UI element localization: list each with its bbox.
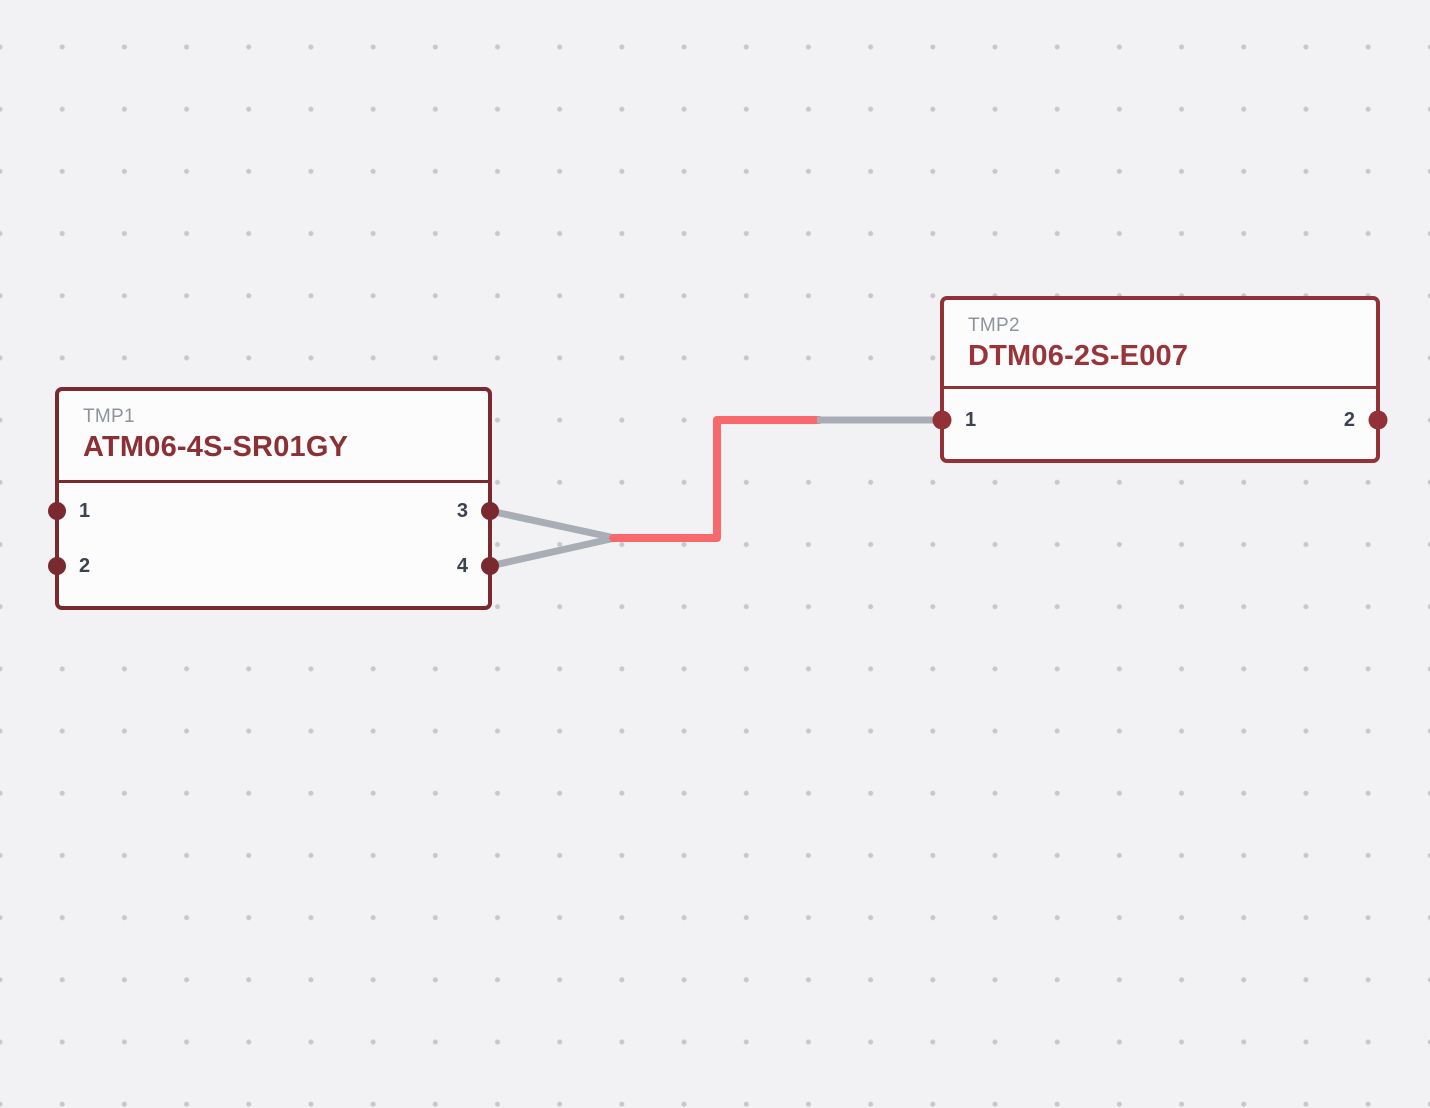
- tmp2-pin-2-label: 2: [1343, 409, 1355, 431]
- connector-tmp1-ref: TMP1: [83, 406, 135, 427]
- connector-tmp2-part-number: DTM06-2S-E007: [968, 340, 1189, 372]
- tmp1-pin-1-dot[interactable]: [48, 502, 66, 520]
- connector-tmp2-ref: TMP2: [968, 315, 1020, 336]
- tmp1-pin-4-dot[interactable]: [481, 557, 499, 575]
- wire-tmp1-pin3-segment[interactable]: [486, 507, 619, 542]
- tmp1-pin-1-label: 1: [79, 500, 91, 522]
- tmp1-pin-3-label: 3: [456, 500, 468, 522]
- connector-tmp1[interactable]: TMP1 ATM06-4S-SR01GY 1 2 3 4: [55, 387, 492, 610]
- connector-tmp1-part-number: ATM06-4S-SR01GY: [83, 431, 349, 463]
- connector-tmp2[interactable]: TMP2 DTM06-2S-E007 1 2: [940, 296, 1380, 463]
- wire-red-segment[interactable]: [609, 416, 823, 542]
- tmp1-pin-2-dot[interactable]: [48, 557, 66, 575]
- connector-tmp1-header: TMP1 ATM06-4S-SR01GY: [59, 391, 488, 483]
- tmp2-pin-2-dot[interactable]: [1368, 410, 1388, 430]
- wire-tmp1-pin4-segment[interactable]: [486, 534, 619, 570]
- connector-tmp2-header: TMP2 DTM06-2S-E007: [944, 300, 1376, 389]
- tmp1-pin-2-label: 2: [79, 555, 91, 577]
- tmp2-pin-1-dot[interactable]: [932, 410, 952, 430]
- tmp1-pin-4-label: 4: [456, 555, 468, 577]
- tmp1-pin-3-dot[interactable]: [481, 502, 499, 520]
- tmp2-pin-1-label: 1: [965, 409, 977, 431]
